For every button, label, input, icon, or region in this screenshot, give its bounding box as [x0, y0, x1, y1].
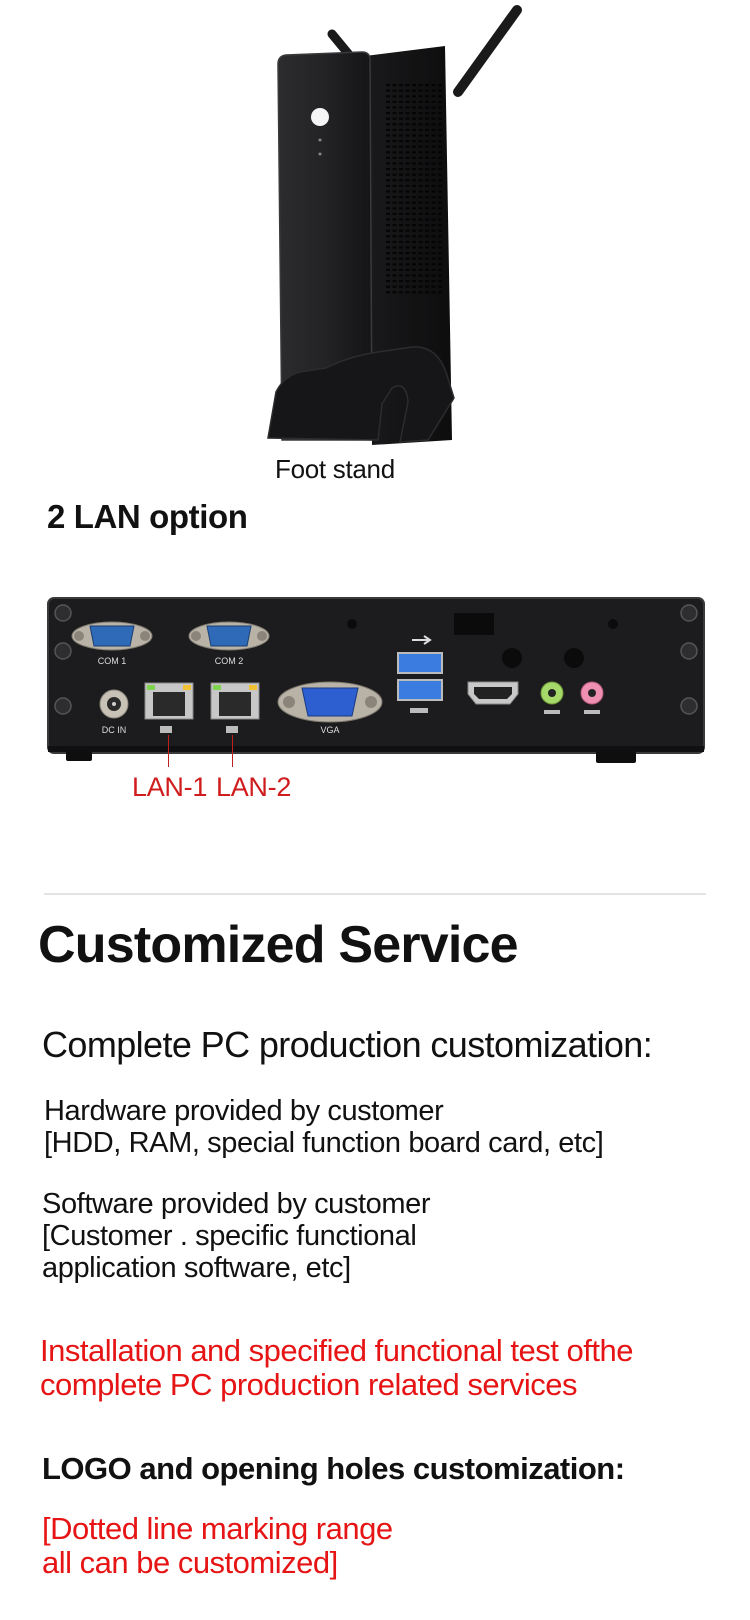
customization-subtitle: Complete PC production customization:: [42, 1024, 653, 1065]
vga-label: VGA: [320, 725, 339, 735]
lan2-callout-line: [232, 735, 233, 767]
software-line-1: Software provided by customer: [42, 1188, 431, 1220]
software-line-2: [Customer . specific functional: [42, 1219, 417, 1252]
dotted-line-1: [Dotted line marking range: [42, 1511, 393, 1546]
com2-label: COM 2: [215, 656, 244, 666]
installation-line-1: Installation and specified functional te…: [40, 1333, 633, 1368]
logo-customization-heading: LOGO and opening holes customization:: [42, 1451, 625, 1486]
section-divider: [44, 893, 706, 895]
software-block: Software provided by customer [Customer …: [42, 1188, 431, 1285]
lan1-port-icon: [144, 682, 194, 720]
foot-stand: [267, 346, 455, 443]
dc-in-label: DC IN: [102, 725, 127, 735]
hardware-line-1: Hardware provided by customer: [44, 1095, 444, 1127]
customized-service-title: Customized Service: [38, 916, 519, 974]
usb-port-icon: [397, 635, 443, 713]
lan1-label: LAN-1: [132, 772, 208, 802]
rear-panel-image: COM 1 COM 2 DC IN VGA: [47, 597, 705, 763]
installation-services-note: Installation and specified functional te…: [40, 1333, 633, 1403]
mini-pc-tower-image: [267, 5, 522, 445]
com2-port-icon: [188, 621, 270, 651]
audio-in-icon: [580, 681, 604, 705]
side-vents: [386, 84, 442, 294]
antenna-right: [453, 5, 522, 97]
foot-stand-caption: Foot stand: [275, 454, 395, 484]
installation-line-2: complete PC production related services: [40, 1367, 578, 1403]
audio-out-icon: [540, 681, 564, 705]
vga-port-icon: [277, 681, 383, 723]
dotted-line-note: [Dotted line marking range all can be cu…: [42, 1511, 393, 1581]
hardware-line-2: [HDD, RAM, special function board card, …: [44, 1126, 604, 1159]
hdmi-port-icon: [467, 681, 519, 705]
com1-port-icon: [71, 621, 153, 651]
dc-in-port-icon: [99, 689, 129, 719]
lan-option-heading: 2 LAN option: [47, 498, 248, 535]
software-line-3: application software, etc]: [42, 1251, 351, 1284]
com1-label: COM 1: [98, 656, 127, 666]
power-button-icon: [311, 108, 329, 126]
lan2-port-icon: [210, 682, 260, 720]
lan1-callout-line: [168, 735, 169, 767]
hardware-block: Hardware provided by customer [HDD, RAM,…: [44, 1095, 604, 1160]
dotted-line-2: all can be customized]: [42, 1545, 338, 1581]
lan2-label: LAN-2: [216, 772, 292, 802]
